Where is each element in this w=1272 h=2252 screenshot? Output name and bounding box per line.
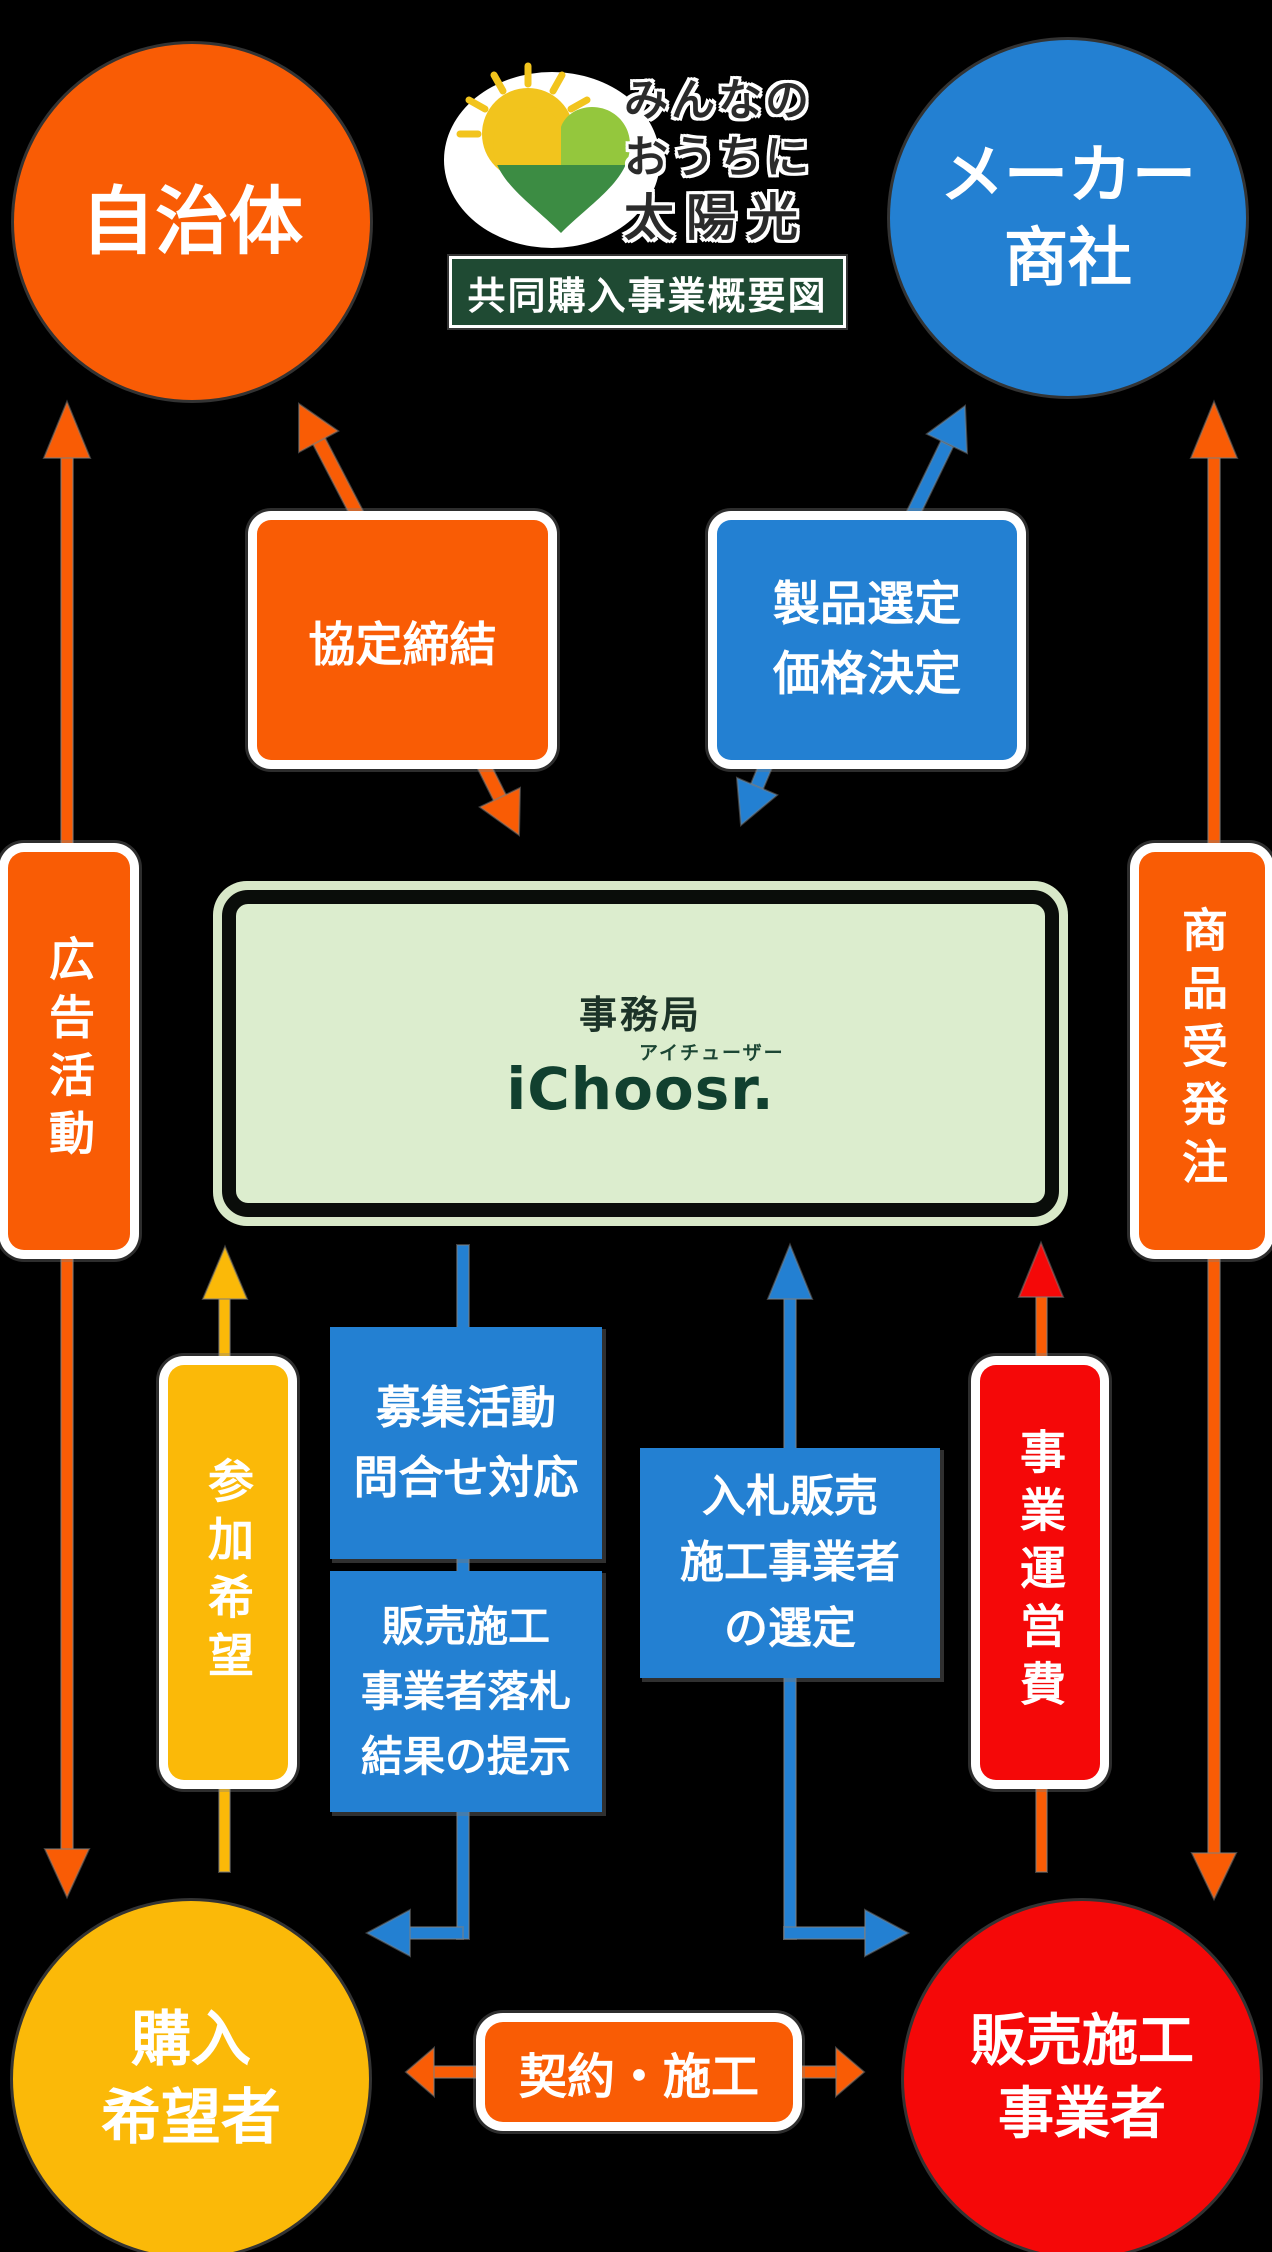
maker-label-line1: メーカー: [940, 138, 1196, 213]
operating-cost-arrowhead-up-icon: [1017, 1240, 1065, 1298]
municipality-node: 自治体: [14, 44, 370, 400]
contract-arrowhead-left-icon: [404, 2045, 435, 2099]
participation-box: 参加希望: [168, 1365, 288, 1780]
recruitment-label-line1: 募集活動: [375, 1381, 556, 1435]
recruitment-box: 募集活動 問合せ対応: [330, 1327, 602, 1559]
logo-line-1: みんなの: [624, 75, 812, 126]
product-arrowhead-down-icon: [735, 776, 779, 827]
diagram-title-badge: 共同購入事業概要図: [449, 256, 846, 328]
selection-label-line1: 入札販売: [702, 1471, 878, 1522]
operating-cost-box: 事業運営費: [980, 1365, 1100, 1780]
advertising-label: 広告活動: [42, 935, 96, 1167]
agreement-label: 協定締結: [308, 617, 497, 673]
bid-result-box: 販売施工 事業者落札 結果の提示: [330, 1571, 602, 1812]
product-shaft-down: [749, 755, 776, 791]
office-brand-wrap: アイチューザー iChoosr.: [506, 1042, 782, 1123]
contract-box: 契約・施工: [485, 2022, 793, 2122]
office-label: 事務局: [578, 993, 702, 1037]
arrow-up-to-municipality-icon: [42, 399, 92, 459]
office-brand-logo: iChoosr.: [506, 1055, 775, 1123]
ordering-box: 商品受発注: [1139, 852, 1265, 1250]
contract-shaft-right: [789, 2065, 841, 2079]
agreement-shaft-up: [311, 436, 365, 519]
product-selection-box: 製品選定 価格決定: [717, 520, 1017, 760]
selection-arrowhead-right-icon: [864, 1908, 911, 1958]
sun-rays-icon: [456, 62, 591, 138]
agreement-arrowhead-down-icon: [478, 786, 522, 837]
office-panel-inner: 事務局 アイチューザー iChoosr.: [222, 890, 1059, 1217]
bid-result-label-line3: 結果の提示: [360, 1732, 571, 1782]
arrow-up-to-maker-icon: [1189, 399, 1239, 459]
contract-shaft-left: [431, 2065, 489, 2079]
participation-label: 参加希望: [201, 1456, 255, 1689]
recruitment-arrowhead-left-icon: [364, 1908, 411, 1958]
arrow-down-to-buyers-icon: [43, 1848, 91, 1900]
office-panel: 事務局 アイチューザー iChoosr.: [213, 881, 1068, 1226]
product-shaft-up: [905, 439, 955, 519]
agreement-arrowhead-up-icon: [298, 402, 340, 454]
sun-heart-logo-icon: [444, 62, 660, 248]
ordering-label: 商品受発注: [1175, 906, 1229, 1196]
product-label-line1: 製品選定: [773, 576, 961, 632]
bid-result-label-line1: 販売施工: [381, 1601, 550, 1651]
selection-label-line3: の選定: [724, 1603, 856, 1654]
product-label-line2: 価格決定: [773, 647, 961, 702]
agreement-shaft-down: [472, 753, 508, 803]
selection-label-line2: 施工事業者: [680, 1537, 900, 1588]
office-brand-furigana: アイチューザー: [638, 1042, 785, 1064]
participation-arrowhead-up-icon: [201, 1244, 249, 1300]
municipality-label: 自治体: [81, 178, 303, 265]
buyers-node: 購入 希望者: [13, 1901, 369, 2252]
maker-node: メーカー 商社: [890, 40, 1246, 396]
recruitment-label-line2: 問合せ対応: [353, 1451, 579, 1504]
buyers-label-line2: 希望者: [101, 2083, 281, 2153]
recruitment-elbow: [405, 1926, 464, 1940]
contract-arrowhead-right-icon: [835, 2045, 866, 2099]
selection-arrowhead-up-icon: [766, 1242, 814, 1300]
product-arrowhead-up-icon: [925, 404, 969, 455]
buyers-label-line1: 購入: [131, 2005, 251, 2075]
selection-elbow: [783, 1926, 866, 1940]
maker-label-line2: 商社: [1004, 222, 1132, 296]
arrow-down-to-installers-icon: [1190, 1852, 1238, 1902]
operating-cost-label: 事業運営費: [1013, 1427, 1067, 1718]
diagram-title: 共同購入事業概要図: [467, 273, 828, 318]
agreement-box: 協定締結: [257, 520, 548, 760]
selection-box: 入札販売 施工事業者 の選定: [640, 1448, 940, 1678]
advertising-box: 広告活動: [8, 852, 130, 1250]
installers-label-line1: 販売施工: [970, 2009, 1194, 2075]
logo-line-3: 太陽光: [624, 189, 810, 248]
installers-node: 販売施工 事業者: [904, 1901, 1260, 2252]
installers-label-line2: 事業者: [998, 2082, 1166, 2147]
contract-label: 契約・施工: [518, 2049, 759, 2105]
logo-wordmark: みんなの おうちに 太陽光: [624, 72, 812, 251]
logo-line-2: おうちに: [624, 132, 812, 184]
bid-result-label-line2: 事業者落札: [360, 1666, 571, 1716]
